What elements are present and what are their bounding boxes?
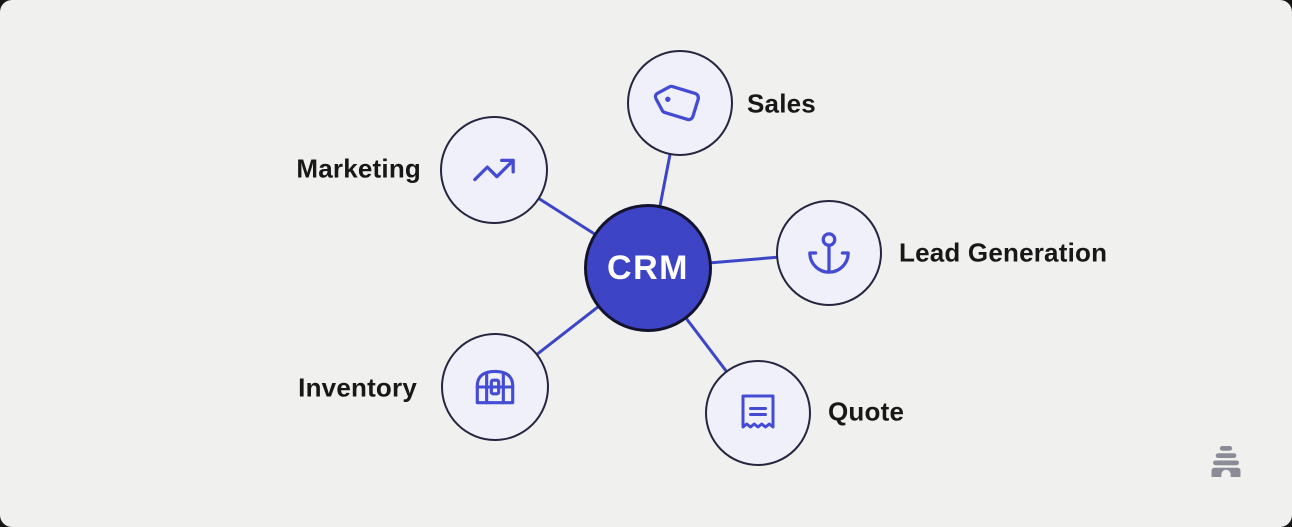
trending-up-icon <box>473 158 515 182</box>
anchor-icon <box>808 232 850 274</box>
receipt-icon <box>741 394 775 429</box>
node-inventory <box>441 333 549 441</box>
node-sales <box>627 50 733 156</box>
node-crm: CRM <box>584 204 712 332</box>
label-marketing: Marketing <box>296 153 421 184</box>
beehive-logo <box>1211 446 1241 477</box>
label-inventory: Inventory <box>298 372 417 403</box>
label-sales: Sales <box>747 88 816 119</box>
crm-label: CRM <box>607 248 689 287</box>
label-lead-generation: Lead Generation <box>899 237 1108 268</box>
label-quote: Quote <box>828 396 905 427</box>
node-marketing <box>440 116 548 224</box>
treasure-chest-icon <box>475 369 515 405</box>
node-lead-generation <box>776 200 882 306</box>
node-quote <box>705 360 811 466</box>
tag-icon <box>653 84 700 122</box>
